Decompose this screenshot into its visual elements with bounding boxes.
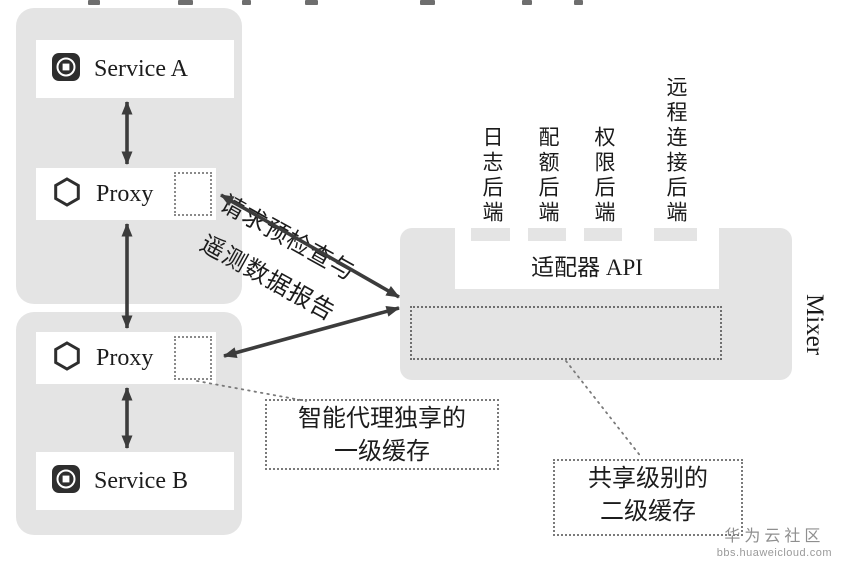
adapter-api-label: 适配器 API [531,255,643,280]
hexagon-proxy-icon [51,176,83,213]
mixer-l2-cache-box [410,306,722,360]
service-icon [51,464,81,499]
backend-label-quota: 配额后端 [536,126,560,226]
l2-cache-callout: 共享级别的 二级缓存 [553,459,743,536]
l1-cache-callout: 智能代理独享的 一级缓存 [265,399,499,470]
cropped-text-artifact [88,0,100,5]
watermark-subtitle: bbs.huaweicloud.com [716,547,832,559]
backend-label-log: 日志后端 [480,126,504,226]
l2-cache-callout-line1: 共享级别的 [588,466,708,492]
adapter-api-box: 适配器 API [455,241,719,289]
mixer-notch [622,227,654,241]
mixer-label: Mixer [801,294,828,356]
cropped-text-artifact [522,0,532,5]
service-b-box: Service B [36,452,234,510]
l2-cache-callout-line2: 二级缓存 [600,499,696,525]
mixer-notch [566,227,584,241]
cropped-text-artifact [305,0,318,5]
cropped-text-artifact [574,0,583,5]
cropped-text-artifact [178,0,193,5]
l1-cache-callout-line1: 智能代理独享的 [298,406,466,432]
cropped-text-artifact [420,0,435,5]
proxy-b-label: Proxy [96,345,154,371]
backend-label-remote: 远程连接后端 [664,76,688,226]
service-icon [51,52,81,87]
mixer-notch [455,227,471,241]
l1-cache-callout-line2: 一级缓存 [334,439,430,465]
mixer-notch [510,227,528,241]
proxy-a-l1-cache-box [174,172,212,216]
mixer-notch [697,227,719,241]
service-a-box: Service A [36,40,234,98]
service-a-label: Service A [94,56,188,82]
cropped-text-artifact [242,0,251,5]
hexagon-proxy-icon [51,340,83,377]
proxy-b-l1-cache-box [174,336,212,380]
service-b-label: Service B [94,468,188,494]
backend-label-auth: 权限后端 [592,126,616,226]
watermark: 华为云社区 bbs.huaweicloud.com [717,522,832,559]
proxy-a-label: Proxy [96,181,154,207]
watermark-title: 华为云社区 [724,528,825,545]
